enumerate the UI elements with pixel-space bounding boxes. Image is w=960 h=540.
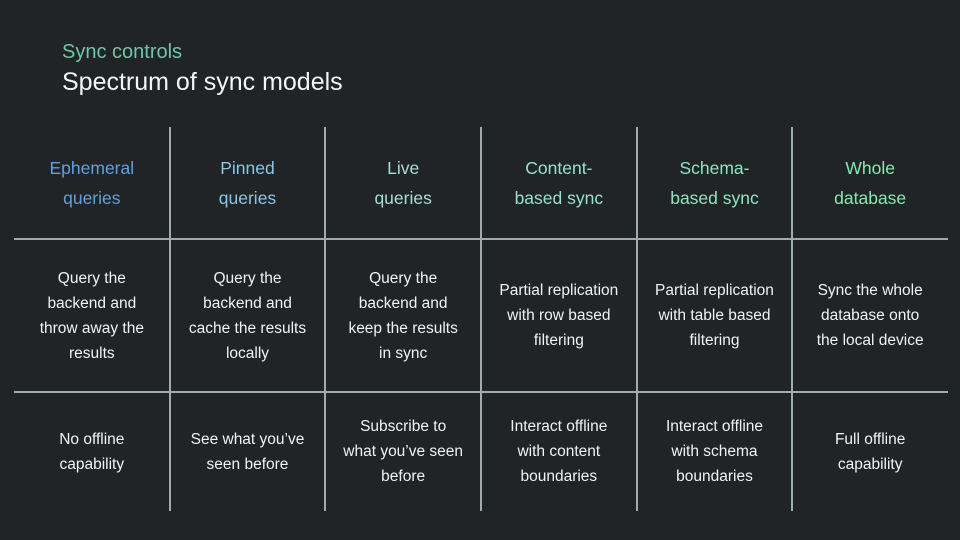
column-divider [168,127,171,511]
row-divider [14,238,948,240]
row-divider [14,391,948,393]
capability-cell: Full offline capability [834,430,906,473]
column-divider [791,127,794,511]
capability-cell: No offline capability [59,430,125,473]
description-cell: Partial replication with row based filte… [499,282,619,349]
capability-cell: Interact offline with schema boundaries [665,418,764,485]
column-header-whole-database: Whole database [834,158,907,208]
title-block: Sync controls Spectrum of sync models [62,41,343,96]
capability-cell: Subscribe to what you’ve seen before [343,418,464,485]
column-divider [635,127,638,511]
description-cell: Sync the whole database onto the local d… [816,282,924,349]
description-cell: Query the backend and keep the results i… [348,269,458,362]
description-cell: Query the backend and cache the results … [188,269,307,362]
column-header-schema-based-sync: Schema- based sync [670,158,759,208]
column-header-ephemeral-queries: Ephemeral queries [49,158,135,208]
slide-eyebrow: Sync controls [62,41,183,63]
sync-models-table: Ephemeral queries Pinned queries Live qu… [14,127,948,511]
page-title: Spectrum of sync models [62,68,343,96]
column-header-content-based-sync: Content- based sync [514,158,604,208]
description-cell: Query the backend and throw away the res… [39,269,144,362]
column-header-live-queries: Live queries [374,158,432,208]
column-divider [324,127,327,511]
table-grid: Ephemeral queries Pinned queries Live qu… [14,127,948,511]
capability-cell: Interact offline with content boundaries [510,418,608,485]
capability-cell: See what you’ve seen before [190,430,305,473]
column-header-pinned-queries: Pinned queries [218,158,277,208]
description-cell: Partial replication with table based fil… [655,282,774,349]
column-divider [480,127,482,511]
